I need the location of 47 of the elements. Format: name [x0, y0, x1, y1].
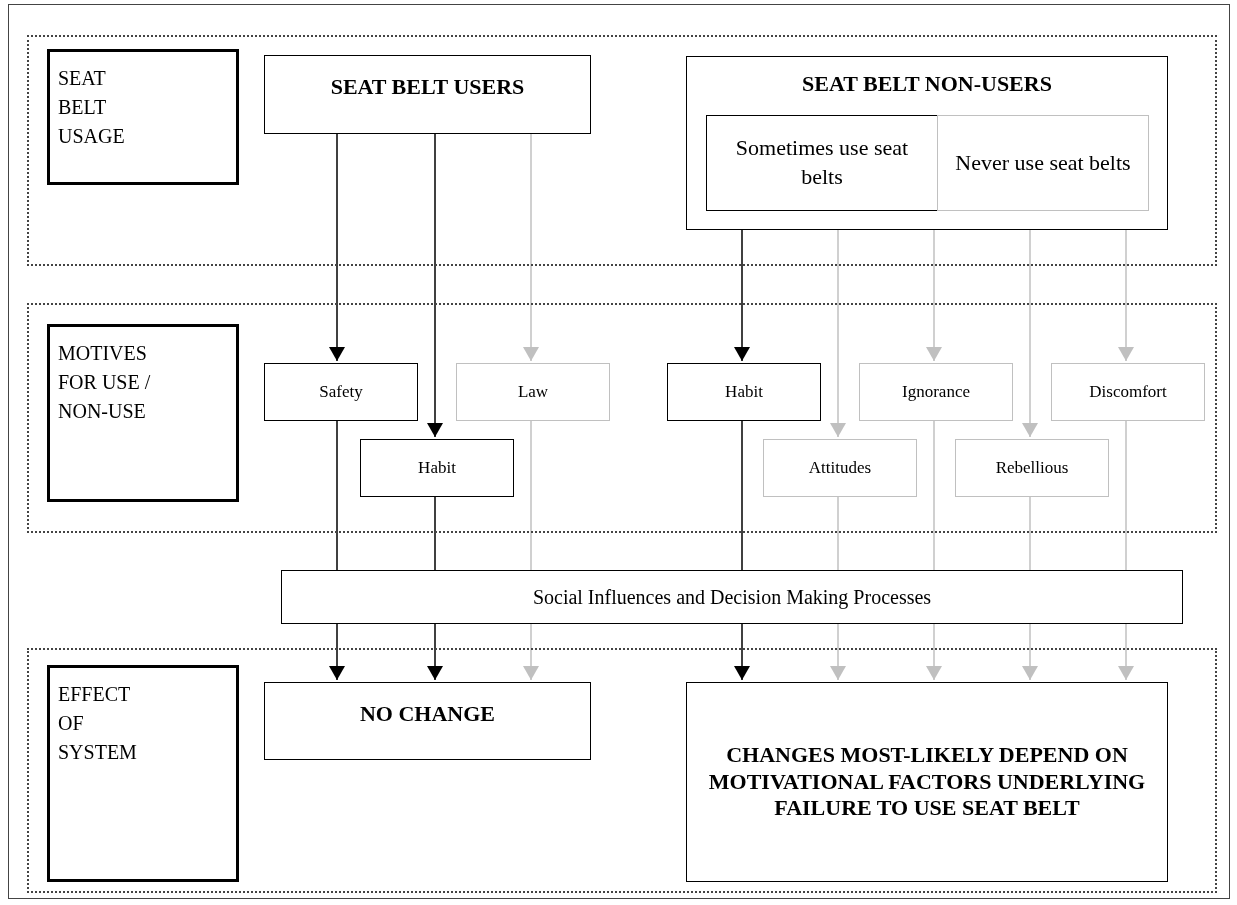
motive-box [264, 363, 418, 421]
node-label: Law [517, 382, 549, 402]
node-label: CHANGES MOST-LIKELY DEPEND ON MOTIVATIONAL FACTORS UNDERLYING FAILURE TO USE SEAT BELT [707, 742, 1147, 822]
arrow [1022, 623, 1038, 681]
node-label: Ignorance [902, 382, 970, 402]
arrow [926, 623, 942, 681]
node-label: Discomfort [1089, 382, 1167, 402]
arrow [830, 623, 846, 681]
arrow [329, 623, 345, 681]
node-label: Safety [319, 382, 363, 402]
motive-box [955, 439, 1109, 497]
outcome-box [686, 682, 1168, 882]
group-heading: SEAT BELT NON-USERS [802, 71, 1052, 97]
group-box [264, 55, 591, 134]
section-band [27, 303, 1217, 533]
node-label: Habit [418, 458, 456, 478]
node-label: Habit [725, 382, 763, 402]
group-box [264, 682, 591, 760]
section-band [27, 35, 1217, 266]
motive-box [763, 439, 917, 497]
category-box [706, 115, 938, 211]
arrow [1118, 623, 1134, 681]
arrow [427, 623, 443, 681]
motive-box [360, 439, 514, 497]
section-band [27, 648, 1217, 893]
arrow [734, 623, 750, 681]
row-heading: MOTIVES FOR USE / NON-USE [58, 341, 152, 424]
row-label-box [47, 324, 239, 502]
node-label: Attitudes [808, 458, 872, 478]
node-label: Never use seat belts [955, 148, 1131, 177]
row-heading: EFFECT OF SYSTEM [58, 682, 138, 765]
motive-box [859, 363, 1013, 421]
node-label: Sometimes use seat belts [734, 134, 910, 191]
row-heading: SEAT BELT USAGE [58, 66, 126, 149]
category-box [937, 115, 1149, 211]
node-label: SEAT BELT USERS [330, 74, 525, 100]
node-label: Rebellious [995, 458, 1069, 478]
node-label: NO CHANGE [359, 701, 496, 727]
motive-box [667, 363, 821, 421]
motive-box [1051, 363, 1205, 421]
motive-box [456, 363, 610, 421]
process-box [281, 570, 1183, 624]
arrow [523, 623, 539, 681]
row-label-box [47, 49, 239, 185]
node-label: Social Influences and Decision Making Processes [532, 585, 932, 609]
row-label-box [47, 665, 239, 882]
group-box [686, 56, 1168, 230]
